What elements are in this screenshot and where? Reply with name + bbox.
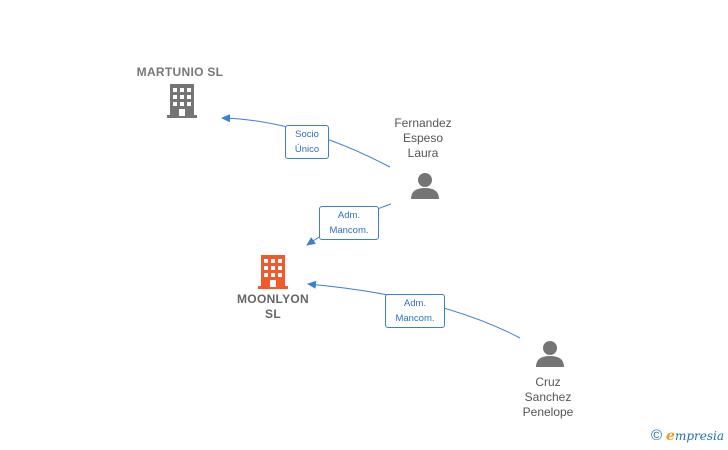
edge-label-adm-mancom-1: Adm. Mancom. xyxy=(319,206,379,240)
building-icon[interactable] xyxy=(167,84,197,118)
empresia-watermark: © empresia xyxy=(651,427,724,444)
building-icon[interactable] xyxy=(258,255,288,289)
edge-label-socio-unico: Socio Único xyxy=(285,125,329,159)
person-label-fernandez[interactable]: Fernandez Espeso Laura xyxy=(394,116,452,160)
company-label-moonlyon[interactable]: MOONLYON SL xyxy=(237,292,309,321)
person-icon[interactable] xyxy=(411,173,439,199)
company-label-martunio[interactable]: MARTUNIO SL xyxy=(136,65,224,79)
person-icon[interactable] xyxy=(536,341,564,367)
copyright-icon: © xyxy=(650,427,663,444)
person-label-cruz[interactable]: Cruz Sanchez Penelope xyxy=(522,375,574,419)
brand-e: e xyxy=(666,427,675,444)
edge-label-adm-mancom-2: Adm. Mancom. xyxy=(385,294,445,328)
brand-name: mpresia xyxy=(674,428,724,443)
